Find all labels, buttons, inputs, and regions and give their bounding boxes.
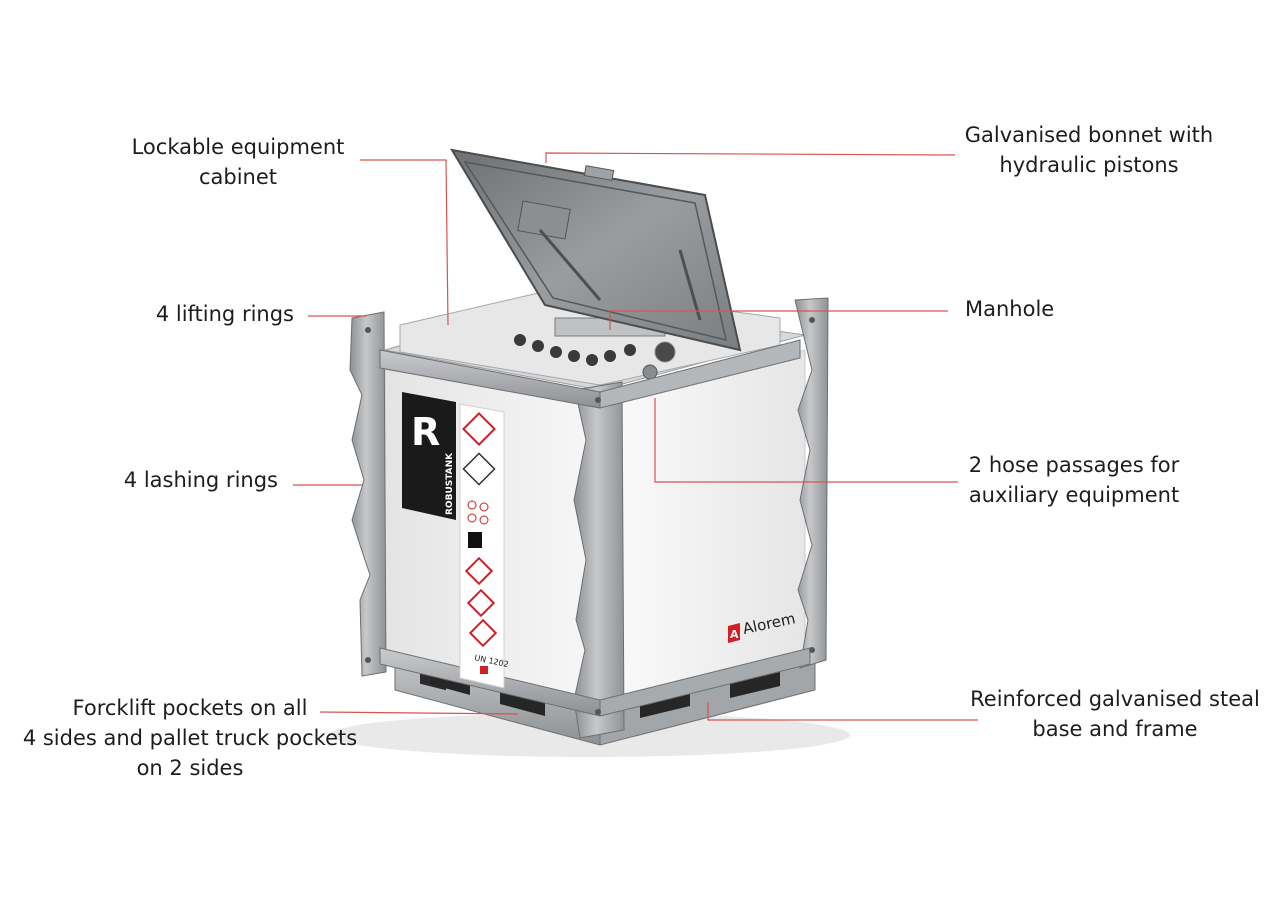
flame-diamond-icon	[468, 618, 498, 648]
hazard-label-strip: UN 1202	[459, 403, 509, 689]
alorem-badge-letter-icon: A	[730, 628, 739, 641]
leader-lines	[293, 152, 978, 721]
callout-galvanised-bonnet: Galvanised bonnet with hydraulic pistons	[964, 123, 1214, 177]
callout-reinforced-base: Reinforced galvanised steal base and fra…	[970, 687, 1260, 741]
leader-manhole	[609, 310, 948, 330]
leader-forklift	[319, 711, 519, 715]
small-alorem-mark-icon	[480, 666, 488, 674]
leader-cabinet	[360, 159, 449, 326]
health-diamond-icon	[466, 588, 496, 618]
callout-lockable-cabinet: Lockable equipment cabinet	[131, 135, 345, 189]
callout-manhole: Manhole	[965, 297, 1055, 321]
logo-vertical-text: ROBUSTANK	[445, 452, 455, 515]
logo-letter: R	[411, 410, 440, 454]
callout-hose-passages: 2 hose passages for auxiliary equipment	[968, 453, 1180, 507]
warning-diamond-icon	[464, 556, 494, 586]
info-block-icon	[468, 532, 482, 548]
environment-diamond-icon	[462, 452, 496, 486]
callout-forklift-pockets: Forcklift pockets on all 4 sides and pal…	[22, 696, 358, 780]
callout-lashing-rings: 4 lashing rings	[123, 468, 278, 492]
leader-bonnet	[545, 152, 956, 163]
galvanised-bonnet	[450, 148, 742, 352]
callout-lifting-rings: 4 lifting rings	[155, 302, 294, 326]
robustank-logo-panel: R ROBUSTANK	[402, 392, 456, 520]
flammable-diamond-icon	[462, 412, 496, 446]
leader-base	[707, 702, 978, 721]
leader-hose	[654, 398, 958, 483]
